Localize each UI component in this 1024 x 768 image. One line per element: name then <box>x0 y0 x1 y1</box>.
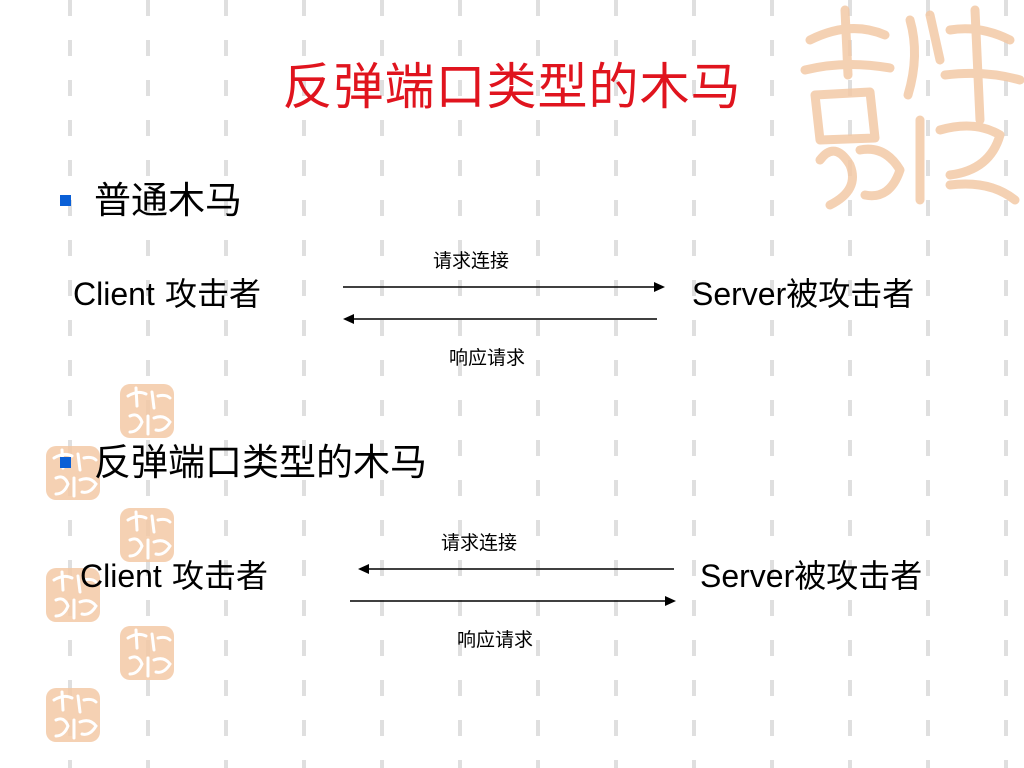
arrowhead-left-icon <box>358 564 369 574</box>
seal-stamp-icon <box>120 508 174 562</box>
arrowhead-right-icon <box>665 596 676 606</box>
section-1-server-node: Server被攻击者 <box>692 274 914 314</box>
bullet-square-icon <box>60 195 71 206</box>
section-1-client-node: Client 攻击者 <box>73 274 261 314</box>
section-2-client-node: Client 攻击者 <box>80 556 268 596</box>
section-2-server-role: 被攻击者 <box>794 557 923 595</box>
seal-stamp-icon <box>120 626 174 680</box>
section-2-client-role: 攻击者 <box>161 557 268 595</box>
section-2-client-label: Client <box>80 558 162 594</box>
section-1-client-label: Client <box>73 276 155 312</box>
section-1-request-label: 请求连接 <box>433 250 510 272</box>
arrowhead-right-icon <box>654 282 665 292</box>
seal-stamp-icon <box>120 384 174 438</box>
slide-title: 反弹端口类型的木马 <box>282 58 742 116</box>
section-1-client-role: 攻击者 <box>154 275 261 313</box>
section-2-response-label: 响应请求 <box>457 629 534 651</box>
section-2-server-label: Server <box>700 558 795 594</box>
section-1-server-label: Server <box>692 276 787 312</box>
section-1-bullet-text: 普通木马 <box>94 179 242 222</box>
calligraphy-watermark-icon <box>800 5 1024 210</box>
section-2-bullet-text: 反弹端口类型的木马 <box>94 441 427 484</box>
section-1-response-label: 响应请求 <box>449 347 526 369</box>
seal-stamp-icon <box>46 688 100 742</box>
bullet-square-icon <box>60 457 71 468</box>
section-2-server-node: Server被攻击者 <box>700 556 922 596</box>
section-2-request-label: 请求连接 <box>441 532 518 554</box>
arrowhead-left-icon <box>343 314 354 324</box>
section-1-server-role: 被攻击者 <box>786 275 915 313</box>
seal-stamp-icon <box>46 568 100 622</box>
